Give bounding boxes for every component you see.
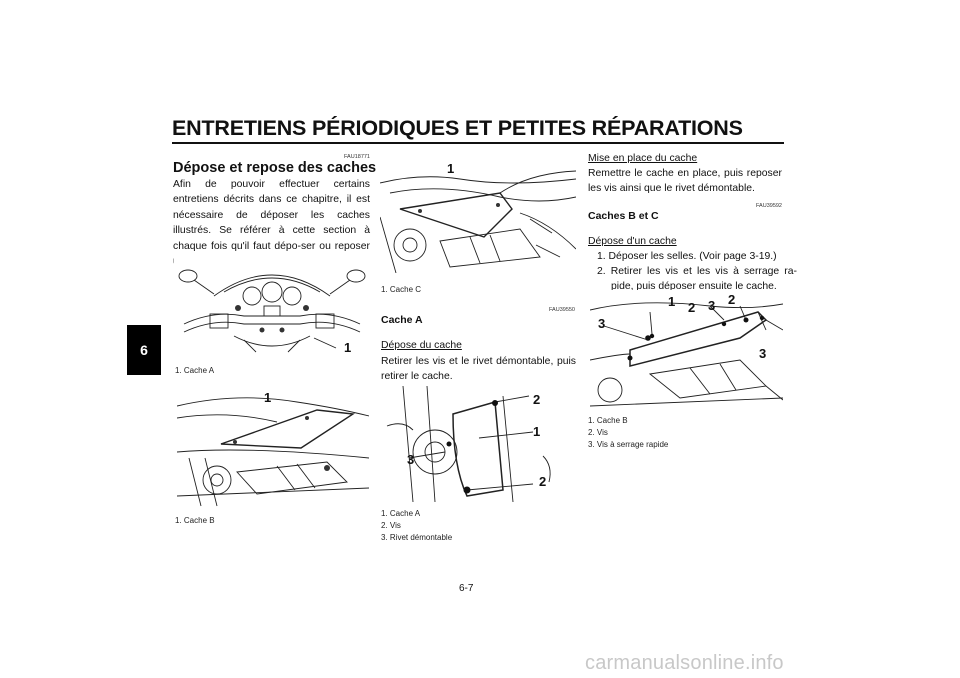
figure-cache-a-front-drawing [178,269,366,353]
figure-marker: 1 [668,294,676,309]
figure-caption: 1. Cache B [588,416,628,425]
figure-cache-b-drawing [177,397,369,507]
paragraph: Remettre le cache en place, puis reposer… [588,168,782,195]
figure-caption: 1. Cache C [381,285,422,294]
figure-marker: 2 [533,392,541,407]
figure-caption: 1. Cache A [175,366,215,375]
figure-marker: 1 [344,340,352,355]
list-item: 2. Retirer les vis et les vis à serrage … [597,266,797,293]
figure-cache-a-detail: 2 1 3 2 [383,386,575,502]
figure-marker: 1 [533,424,541,439]
subheading: Dépose du cache [381,340,462,351]
figure-cache-a-detail-drawing [386,386,551,502]
header-rule [172,142,784,144]
section-code: FAU39592 [756,203,782,209]
figure-caption: 3. Rivet démontable [381,533,453,542]
subheading: Mise en place du cache [588,153,698,164]
section-code: FAU18771 [344,154,370,160]
section-heading: Dépose et repose des caches [173,160,377,176]
watermark: carmanualsonline.info [585,652,784,674]
figure-marker: 2 [539,474,547,489]
chapter-tab: 6 [127,325,161,375]
figure-cache-b-detail: 3 1 2 3 2 2 3 [590,290,783,408]
figure-caption: 1. Cache B [175,516,215,525]
figure-marker: 3 [407,452,415,467]
figure-marker: 3 [598,316,606,331]
page-title: ENTRETIENS PÉRIODIQUES ET PETITES RÉPARA… [172,116,743,140]
figure-cache-a-front: 1 [174,252,370,360]
paragraph: Retirer les vis et le rivet démontable, … [381,356,576,383]
figure-cache-b: 1 [177,388,369,510]
figure-caption: 1. Cache A [381,509,421,518]
figure-cache-c-drawing [380,170,576,273]
section-heading: Cache A [381,314,423,326]
figure-cache-c: 1 [380,153,576,273]
figure-cache-b-detail-drawing [590,302,783,407]
figure-marker: 3 [759,346,767,361]
section-heading: Caches B et C [588,210,659,222]
list-item: 1. Déposer les selles. (Voir page 3-19.) [597,251,777,262]
figure-marker: 3 [708,298,716,313]
figure-marker: 2 [688,300,696,315]
subheading: Dépose d'un cache [588,236,677,247]
figure-marker: 1 [264,390,272,405]
figure-caption: 2. Vis [588,428,608,437]
figure-caption: 2. Vis [381,521,401,530]
figure-marker: 2 [728,292,736,307]
page-number: 6-7 [459,583,474,594]
figure-marker: 1 [447,161,455,176]
section-code: FAU39550 [549,307,575,313]
figure-caption: 3. Vis à serrage rapide [588,440,669,449]
